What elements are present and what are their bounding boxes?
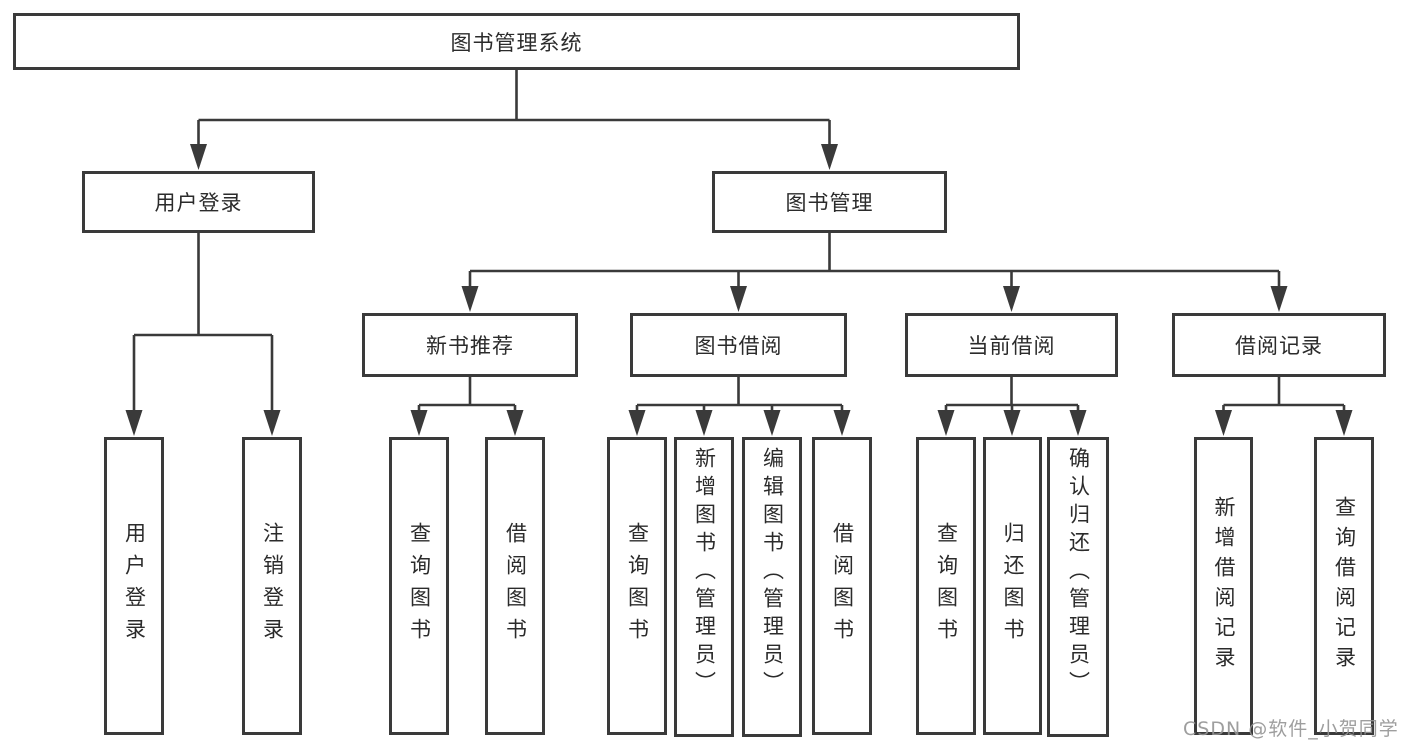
leaf-label: 查询图书 (625, 522, 650, 650)
leaf-label: 查询图书 (934, 522, 959, 650)
node-current-borrowing-label: 当前借阅 (967, 334, 1056, 358)
leaf-add-books-admin: 新增图书（管理员） (674, 437, 734, 737)
leaf-label: 查询借阅记录 (1332, 496, 1357, 676)
node-book-management: 图书管理 (712, 171, 947, 233)
leaf-query-books-current: 查询图书 (916, 437, 976, 735)
leaf-query-books-recommend: 查询图书 (389, 437, 449, 735)
node-new-book-recommend-label: 新书推荐 (426, 334, 514, 358)
csdn-watermark: CSDN @软件_小贺同学 (1183, 718, 1399, 740)
node-user-login-label: 用户登录 (154, 191, 243, 215)
leaf-label: 确认归还（管理员） (1066, 447, 1091, 699)
leaf-logout: 注销登录 (242, 437, 302, 735)
leaf-query-books-borrowing: 查询图书 (607, 437, 667, 735)
edge-current-branch (944, 377, 1080, 418)
leaf-add-borrow-record: 新增借阅记录 (1194, 437, 1253, 735)
leaf-query-borrow-record: 查询借阅记录 (1314, 437, 1374, 735)
edge-records-branch (1222, 377, 1346, 418)
edge-root-stem (197, 70, 831, 152)
leaf-label: 归还图书 (1001, 522, 1025, 650)
leaf-borrow-books-borrowing: 借阅图书 (812, 437, 872, 735)
node-user-login: 用户登录 (82, 171, 315, 233)
leaf-borrow-books-recommend: 借阅图书 (485, 437, 545, 735)
edge-user-login-branch (132, 233, 274, 418)
node-root: 图书管理系统 (13, 13, 1020, 70)
node-current-borrowing: 当前借阅 (905, 313, 1118, 377)
leaf-label: 用户登录 (122, 522, 147, 650)
node-borrowing-records: 借阅记录 (1172, 313, 1386, 377)
leaf-label: 查询图书 (407, 522, 432, 650)
leaf-confirm-return-admin: 确认归还（管理员） (1047, 437, 1109, 737)
node-root-label: 图书管理系统 (450, 30, 583, 55)
leaf-user-login: 用户登录 (104, 437, 164, 735)
leaf-label: 编辑图书（管理员） (760, 447, 785, 699)
node-book-borrowing-label: 图书借阅 (694, 334, 783, 358)
leaf-label: 借阅图书 (503, 522, 528, 650)
node-new-book-recommend: 新书推荐 (362, 313, 578, 377)
node-book-borrowing: 图书借阅 (630, 313, 847, 377)
node-book-management-label: 图书管理 (785, 191, 874, 215)
node-borrowing-records-label: 借阅记录 (1235, 334, 1323, 358)
edge-borrowing-branch (635, 377, 844, 418)
leaf-return-books: 归还图书 (983, 437, 1042, 735)
leaf-label: 新增借阅记录 (1212, 496, 1236, 676)
leaf-label: 注销登录 (260, 522, 285, 650)
leaf-label: 新增图书（管理员） (692, 447, 717, 699)
edge-book-mgmt-branch (468, 233, 1281, 294)
edge-new-book-branch (417, 377, 517, 418)
leaf-edit-books-admin: 编辑图书（管理员） (742, 437, 802, 737)
leaf-label: 借阅图书 (830, 522, 855, 650)
